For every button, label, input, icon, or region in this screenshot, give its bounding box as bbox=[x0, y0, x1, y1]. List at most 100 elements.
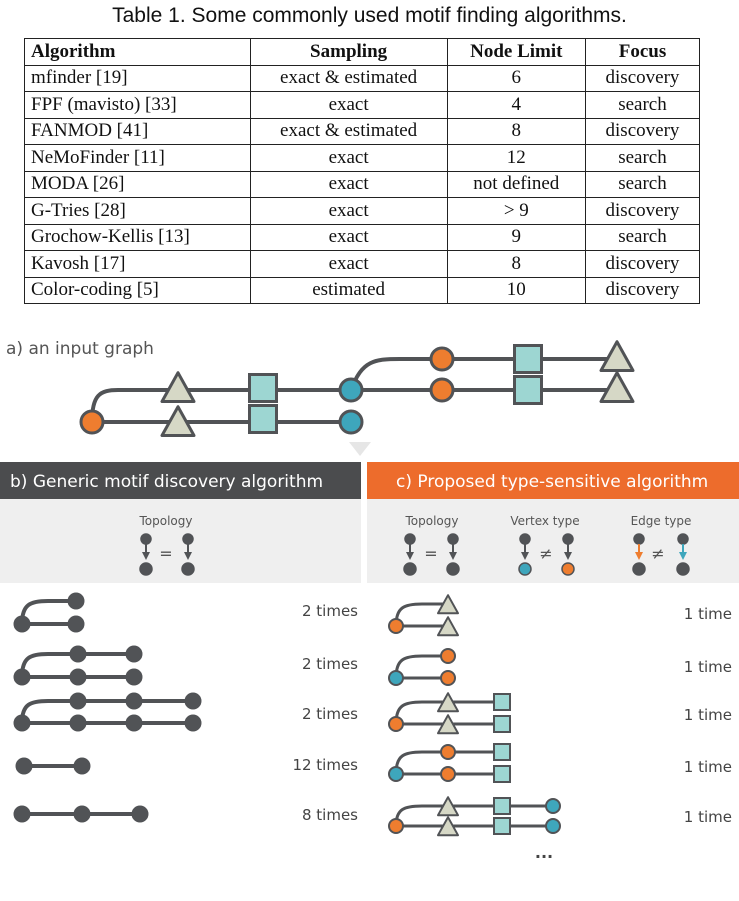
cell-sampling: exact bbox=[249, 144, 448, 172]
topology-vertex bbox=[633, 533, 645, 545]
panel-c-title: c) Proposed type-sensitive algorithm bbox=[396, 472, 708, 492]
topology-vertex bbox=[403, 562, 417, 576]
topology-vertex bbox=[404, 533, 416, 545]
blue-vertex bbox=[545, 818, 561, 834]
motif-vertex bbox=[13, 805, 31, 823]
motif-vertex bbox=[67, 615, 85, 633]
orange-vertex bbox=[388, 716, 404, 732]
triangle-vertex bbox=[437, 796, 459, 817]
topology-vertex bbox=[677, 533, 689, 545]
panel-b-header bbox=[0, 462, 361, 499]
motif-vertex bbox=[125, 714, 143, 732]
cell-sampling: exact bbox=[249, 170, 448, 198]
motif-vertex bbox=[69, 692, 87, 710]
generic-count-3: 2 times bbox=[302, 705, 358, 723]
motif-vertex bbox=[73, 805, 91, 823]
header-sampling: Sampling bbox=[249, 38, 448, 66]
edge-type-label: Edge type bbox=[631, 514, 692, 528]
equals-sign-c: = bbox=[424, 544, 437, 563]
cell-node-limit: 8 bbox=[446, 117, 586, 145]
cell-node-limit: 6 bbox=[446, 64, 586, 92]
topology-vertex bbox=[518, 562, 532, 576]
not-equals-sign-vertex: ≠ bbox=[539, 544, 552, 563]
generic-count-2: 2 times bbox=[302, 655, 358, 673]
motif-vertex bbox=[69, 668, 87, 686]
orange-vertex bbox=[388, 618, 404, 634]
motif-vertex bbox=[73, 757, 91, 775]
typed-motifs bbox=[388, 594, 561, 837]
more-motifs-ellipsis: ... bbox=[535, 843, 553, 862]
panel-b-title: b) Generic motif discovery algorithm bbox=[10, 472, 323, 492]
motif-vertex bbox=[13, 668, 31, 686]
motif-vertex bbox=[184, 692, 202, 710]
graph-edge bbox=[394, 804, 555, 828]
blue-vertex bbox=[388, 670, 404, 686]
square-vertex bbox=[513, 344, 543, 374]
input-graph bbox=[79, 340, 635, 438]
cell-sampling: exact bbox=[249, 250, 448, 278]
cell-algorithm: Color-coding [5] bbox=[24, 276, 251, 304]
triangle-vertex bbox=[599, 371, 635, 404]
square-vertex bbox=[493, 743, 511, 761]
cell-node-limit: 8 bbox=[446, 250, 586, 278]
square-vertex bbox=[493, 797, 511, 815]
cell-node-limit: 4 bbox=[446, 91, 586, 119]
panel-c-header bbox=[367, 462, 739, 499]
square-vertex bbox=[493, 693, 511, 711]
panel-a-label: a) an input graph bbox=[6, 339, 154, 359]
square-vertex bbox=[493, 715, 511, 733]
motif-vertex bbox=[69, 645, 87, 663]
motif-vertex bbox=[125, 668, 143, 686]
motif-vertex bbox=[125, 692, 143, 710]
not-equals-sign-edge: ≠ bbox=[651, 544, 664, 563]
triangle-vertex bbox=[437, 816, 459, 837]
algorithms-table: Algorithm Sampling Node Limit Focus mfin… bbox=[24, 38, 701, 304]
cell-focus: search bbox=[584, 91, 701, 119]
orange-vertex bbox=[440, 670, 456, 686]
triangle-vertex bbox=[437, 692, 459, 713]
topology-label-c: Topology bbox=[405, 514, 459, 528]
header-node-limit: Node Limit bbox=[446, 38, 586, 66]
graph-edge bbox=[20, 699, 195, 725]
cell-focus: search bbox=[584, 223, 701, 251]
cell-node-limit: not defined bbox=[446, 170, 586, 198]
cell-node-limit: 10 bbox=[446, 276, 586, 304]
generic-motifs bbox=[13, 592, 202, 823]
topology-vertex bbox=[632, 562, 646, 576]
typed-count-2: 1 time bbox=[684, 658, 732, 676]
triangle-vertex bbox=[437, 714, 459, 735]
table-caption: Table 1. Some commonly used motif findin… bbox=[112, 4, 627, 27]
cell-focus: discovery bbox=[584, 64, 701, 92]
cell-focus: discovery bbox=[584, 117, 701, 145]
header-algorithm: Algorithm bbox=[24, 38, 251, 66]
motif-vertex bbox=[184, 714, 202, 732]
cell-sampling: exact bbox=[249, 197, 448, 225]
graph-edge bbox=[394, 654, 450, 680]
cell-focus: discovery bbox=[584, 276, 701, 304]
cell-node-limit: 12 bbox=[446, 144, 586, 172]
topology-vertex bbox=[447, 533, 459, 545]
topology-vertex bbox=[139, 562, 153, 576]
motif-vertex bbox=[125, 645, 143, 663]
generic-count-1: 2 times bbox=[302, 602, 358, 620]
typed-count-5: 1 time bbox=[684, 808, 732, 826]
cell-sampling: exact & estimated bbox=[249, 64, 448, 92]
cell-algorithm: Grochow-Kellis [13] bbox=[24, 223, 251, 251]
topology-vertex bbox=[181, 562, 195, 576]
criteria-icons bbox=[139, 533, 690, 576]
motif-vertex bbox=[67, 592, 85, 610]
orange-vertex bbox=[429, 377, 455, 403]
orange-vertex bbox=[440, 766, 456, 782]
topology-vertex bbox=[446, 562, 460, 576]
generic-count-5: 8 times bbox=[302, 806, 358, 824]
graph-edge bbox=[20, 599, 78, 626]
topology-vertex bbox=[519, 533, 531, 545]
triangle-vertex bbox=[160, 405, 196, 438]
cell-sampling: exact bbox=[249, 91, 448, 119]
